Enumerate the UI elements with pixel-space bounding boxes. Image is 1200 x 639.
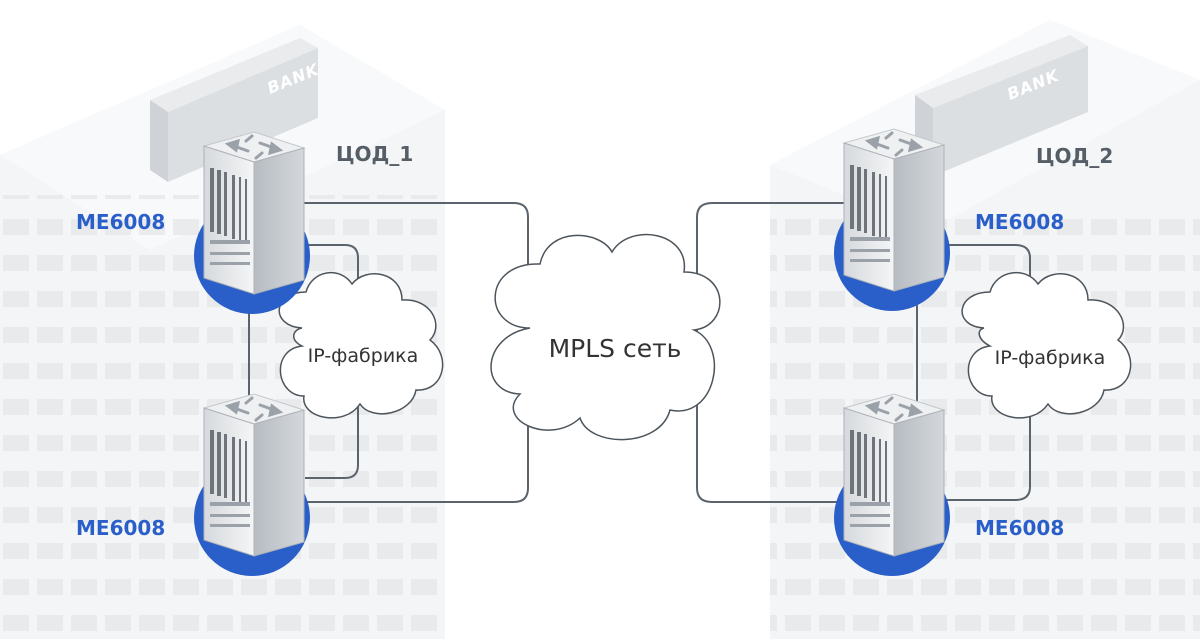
device-label: ME6008: [975, 210, 1064, 234]
router-icon: [832, 127, 952, 313]
cloud-fabric-right-label: IP-фабрика: [995, 347, 1106, 369]
router-dc2-top: [832, 127, 952, 313]
router-dc1-bottom: [192, 392, 312, 578]
device-label: ME6008: [76, 516, 165, 540]
router-icon: [192, 392, 312, 578]
router-dc1-top: [192, 130, 312, 316]
cloud-fabric-left: IP-фабрика: [278, 271, 444, 419]
cloud-mpls-label: MPLS сеть: [549, 334, 682, 363]
router-dc2-bottom: [832, 392, 952, 578]
datacenter-label-2: ЦОД_2: [1036, 144, 1113, 168]
device-label: ME6008: [76, 210, 165, 234]
cloud-fabric-right: IP-фабрика: [961, 271, 1132, 419]
router-icon: [192, 130, 312, 316]
cloud-mpls: MPLS сеть: [490, 233, 721, 441]
datacenter-label-1: ЦОД_1: [336, 142, 413, 166]
bank-sign-right: BANK: [915, 35, 1088, 176]
device-label: ME6008: [975, 516, 1064, 540]
cloud-fabric-left-label: IP-фабрика: [308, 345, 419, 367]
router-icon: [832, 392, 952, 578]
